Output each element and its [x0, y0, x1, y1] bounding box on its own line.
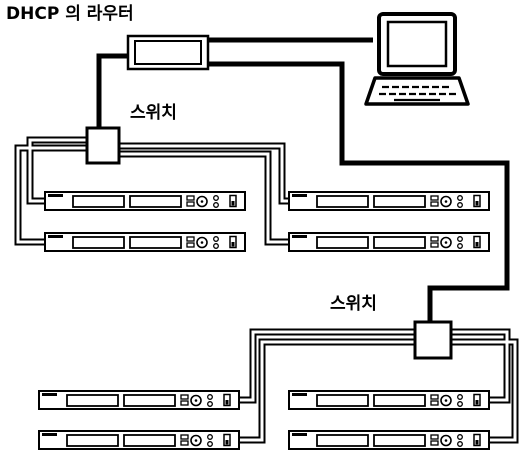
router-label: DHCP 의 라우터 [6, 4, 134, 24]
cable-router-switch-top [96, 53, 137, 128]
router-box [126, 34, 210, 71]
switch-box-top [85, 126, 121, 165]
receiver-unit [288, 232, 490, 252]
receiver-unit [288, 390, 490, 410]
switch-box-bottom [413, 320, 453, 360]
laptop-icon [364, 12, 470, 106]
receiver-unit [44, 232, 246, 252]
receiver-unit [38, 430, 240, 450]
receiver-unit [288, 430, 490, 450]
receiver-unit [38, 390, 240, 410]
ethernet-cables [96, 37, 510, 322]
cable-router-switch-bottom [203, 61, 510, 322]
switch-label-bottom: 스위치 [330, 294, 377, 314]
receiver-unit [288, 191, 490, 211]
switch-label-top: 스위치 [130, 103, 177, 123]
receiver-unit [44, 191, 246, 211]
